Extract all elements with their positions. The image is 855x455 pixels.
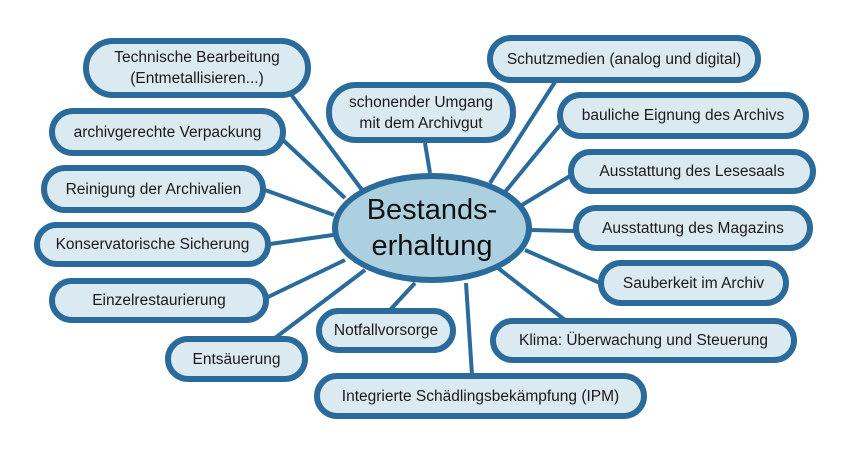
node-klima: Klima: Überwachung und Steuerung xyxy=(490,318,797,363)
node-einzelrestaurierung: Einzelrestaurierung xyxy=(49,278,269,323)
node-technische-bearbeitung: Technische Bearbeitung (Entmetallisieren… xyxy=(83,38,311,98)
connector-einzelrestaurierung xyxy=(267,258,346,299)
node-sauberkeit-archiv: Sauberkeit im Archiv xyxy=(598,260,789,306)
node-bauliche-eignung: bauliche Eignung des Archivs xyxy=(557,92,809,139)
connector-integrierte-schaedlingsbekaempfung xyxy=(464,282,474,376)
node-schutzmedien: Schutzmedien (analog und digital) xyxy=(487,35,761,83)
node-schonender-umgang: schonender Umgang mit dem Archivgut xyxy=(326,82,516,143)
node-integrierte-schaedlingsbekaempfung: Integrierte Schädlingsbekämpfung (IPM) xyxy=(314,373,647,419)
node-archivgerechte-verpackung: archivgerechte Verpackung xyxy=(49,108,286,156)
connector-schonender-umgang xyxy=(423,142,432,174)
connector-entsaeuerung xyxy=(273,268,367,340)
connector-sauberkeit-archiv xyxy=(524,248,601,285)
connector-ausstattung-lesesaal xyxy=(520,174,572,207)
center-node-bestandserhaltung: Bestands- erhaltung xyxy=(332,173,532,283)
node-notfallvorsorge: Notfallvorsorge xyxy=(316,308,456,353)
node-ausstattung-lesesaal: Ausstattung des Lesesaals xyxy=(568,149,816,194)
connector-ausstattung-magazin xyxy=(529,228,576,233)
node-konservatorische-sicherung: Konservatorische Sicherung xyxy=(34,222,271,267)
connector-schutzmedien xyxy=(488,80,557,185)
connector-technische-bearbeitung xyxy=(288,91,364,192)
connector-klima xyxy=(496,266,567,322)
connector-archivgerechte-verpackung xyxy=(281,138,347,200)
connector-konservatorische-sicherung xyxy=(269,233,334,246)
connector-notfallvorsorge xyxy=(388,281,417,312)
connector-bauliche-eignung xyxy=(503,123,562,194)
node-reinigung-archivalien: Reinigung der Archivalien xyxy=(41,165,266,213)
connector-reinigung-archivalien xyxy=(264,188,335,217)
node-entsaeuerung: Entsäuerung xyxy=(165,336,308,382)
node-ausstattung-magazin: Ausstattung des Magazins xyxy=(573,205,813,251)
